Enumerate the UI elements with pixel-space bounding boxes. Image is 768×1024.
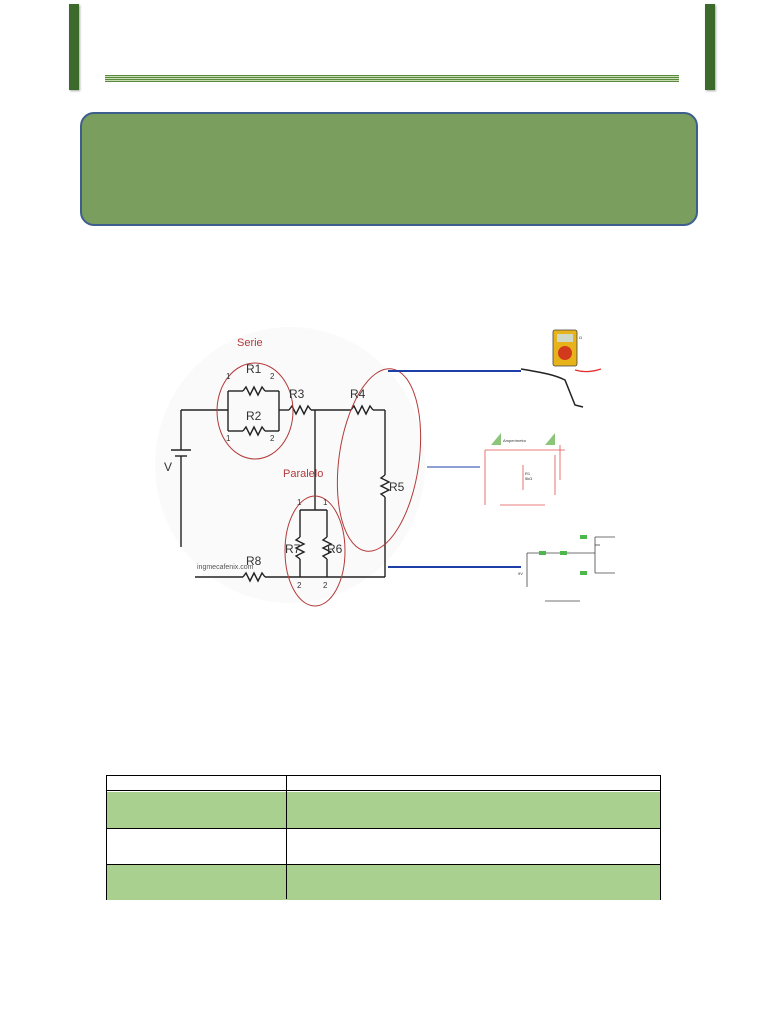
table-row — [107, 828, 660, 864]
circuit-labels: Serie Paralelo R1 R2 R3 R4 R5 R6 R7 R8 V… — [164, 337, 405, 590]
node-1c: 1 — [297, 498, 302, 507]
table-column-divider — [286, 776, 287, 899]
label-r8: R8 — [246, 554, 262, 568]
label-r7: R7 — [285, 542, 301, 556]
connector-lines — [388, 370, 521, 568]
watermark: ingmecafenix.com — [197, 564, 254, 571]
ohm-label: 5kΩ — [525, 476, 532, 481]
header-accent-left — [69, 4, 79, 90]
label-r5: R5 — [389, 480, 405, 494]
r1-small-label: R1 — [525, 471, 531, 476]
node-2c: 2 — [297, 581, 302, 590]
label-serie: Serie — [237, 337, 263, 349]
label-r4: R4 — [350, 387, 366, 401]
label-paralelo: Paralelo — [283, 468, 323, 480]
circuit-figure: Serie Paralelo R1 R2 R3 R4 R5 R6 R7 R8 V… — [155, 327, 615, 607]
table-row — [107, 864, 660, 900]
node-2a: 2 — [270, 372, 275, 381]
node-2d: 2 — [323, 581, 328, 590]
header-accent-right — [705, 4, 715, 90]
multimeter-thumbnail: Ω — [520, 329, 602, 408]
node-2b: 2 — [270, 434, 275, 443]
label-r3: R3 — [289, 387, 305, 401]
label-r2: R2 — [246, 409, 262, 423]
label-r1: R1 — [246, 362, 262, 376]
svg-text:Ω: Ω — [579, 335, 582, 340]
label-v: V — [164, 460, 172, 474]
label-r6: R6 — [327, 542, 343, 556]
node-1b: 1 — [226, 434, 231, 443]
header-rule — [105, 75, 679, 82]
ammeter-thumbnail: Amperímetro R1 5kΩ — [484, 433, 565, 506]
table-row — [107, 792, 660, 828]
node-1a: 1 — [226, 372, 231, 381]
battery-label: 9V — [518, 571, 523, 576]
grouping-circles — [216, 362, 422, 607]
amperimetro-label: Amperímetro — [503, 438, 527, 443]
data-table — [106, 775, 661, 900]
schematic-thumbnail: 9V — [518, 535, 615, 602]
node-1d: 1 — [323, 498, 328, 507]
title-banner — [80, 112, 698, 226]
table-row — [107, 776, 660, 791]
circuit-wires — [171, 385, 391, 583]
